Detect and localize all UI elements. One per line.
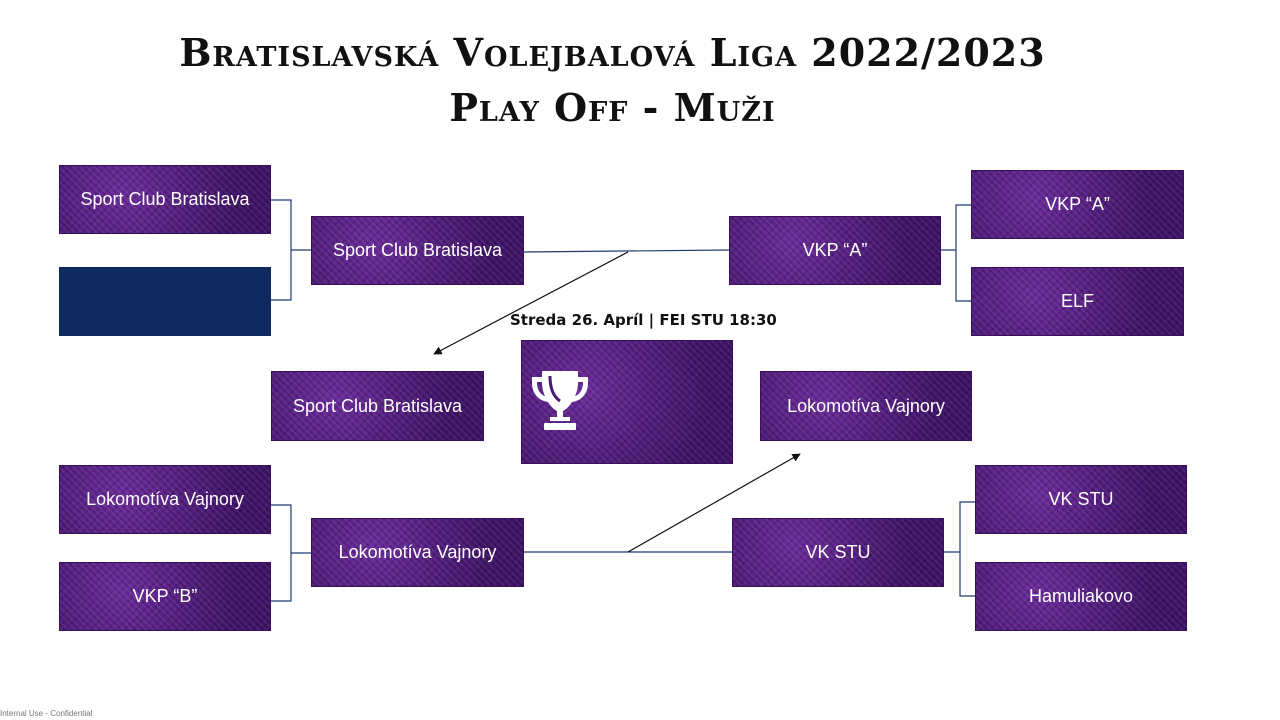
quarterfinal-right-bottom-team-1: VK STU	[975, 465, 1187, 534]
trophy-box	[521, 340, 733, 464]
page-subtitle: Play Off - Muži	[449, 85, 776, 130]
connector-left-top-bracket	[270, 199, 311, 301]
arrow-to-final-left	[433, 251, 629, 355]
quarterfinal-left-bottom-team-1: Lokomotíva Vajnory	[59, 465, 271, 534]
quarterfinal-right-top-team-2: ELF	[971, 267, 1184, 336]
footer-note: Internal Use - Confidential	[0, 709, 93, 718]
semifinal-right-top: VKP “A”	[729, 216, 941, 285]
final-match-info: Streda 26. Apríl | FEI STU 18:30	[510, 311, 777, 329]
quarterfinal-right-bottom-team-2: Hamuliakovo	[975, 562, 1187, 631]
arrow-to-final-right	[627, 453, 801, 553]
final-team-right: Lokomotíva Vajnory	[760, 371, 972, 441]
connector-semi-top-line	[522, 249, 730, 253]
quarterfinal-left-top-team-2-empty	[59, 267, 271, 336]
page-title: Bratislavská Volejbalová Liga 2022/2023	[179, 30, 1046, 75]
connector-left-bottom-bracket	[270, 504, 311, 602]
connector-right-top-bracket	[941, 204, 971, 302]
final-team-left: Sport Club Bratislava	[271, 371, 484, 441]
quarterfinal-left-top-team-1: Sport Club Bratislava	[59, 165, 271, 234]
trophy-icon	[530, 367, 590, 438]
quarterfinal-left-bottom-team-2: VKP “B”	[59, 562, 271, 631]
connector-right-bottom-bracket	[944, 501, 975, 597]
semifinal-left-bottom: Lokomotíva Vajnory	[311, 518, 524, 587]
quarterfinal-right-top-team-1: VKP “A”	[971, 170, 1184, 239]
semifinal-left-top: Sport Club Bratislava	[311, 216, 524, 285]
semifinal-right-bottom: VK STU	[732, 518, 944, 587]
